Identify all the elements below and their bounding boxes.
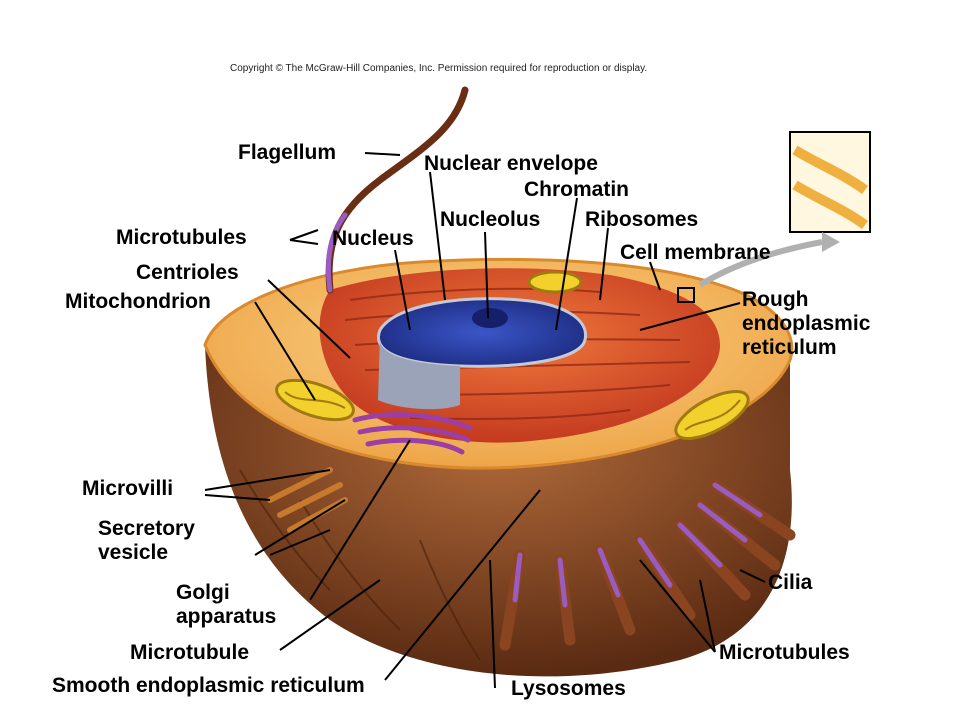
label-nuclear-envelope: Nuclear envelope xyxy=(424,152,598,175)
leader-lines xyxy=(204,152,766,689)
copyright-notice: Copyright © The McGraw-Hill Companies, I… xyxy=(230,63,648,74)
inset-arrowhead xyxy=(822,232,840,252)
label-microtubules-top: Microtubules xyxy=(116,226,247,249)
label-ribosomes: Ribosomes xyxy=(585,208,699,231)
flagellum-microtubules xyxy=(325,212,348,293)
label-secretory-vesicle: Secretory vesicle xyxy=(98,517,195,565)
label-rough-er-line3: reticulum xyxy=(742,336,837,359)
golgi-shape xyxy=(352,412,473,455)
label-rough-er-line1: Rough xyxy=(742,288,809,311)
label-cilia: Cilia xyxy=(768,571,813,594)
label-flagellum: Flagellum xyxy=(238,141,337,164)
label-cell-membrane: Cell membrane xyxy=(620,241,771,264)
inset-arrow xyxy=(698,239,823,288)
membrane-marker xyxy=(677,287,695,303)
label-lysosomes: Lysosomes xyxy=(511,677,626,700)
nucleus-shape xyxy=(376,297,587,368)
label-microvilli: Microvilli xyxy=(82,477,174,500)
label-centrioles: Centrioles xyxy=(136,261,239,284)
label-golgi-line2: apparatus xyxy=(176,605,277,628)
label-secretory-line2: vesicle xyxy=(98,541,169,564)
label-rough-er: Rough endoplasmic reticulum xyxy=(742,288,870,360)
label-golgi-apparatus: Golgi apparatus xyxy=(176,581,276,629)
label-mitochondrion: Mitochondrion xyxy=(65,290,211,313)
label-nucleus: Nucleus xyxy=(332,227,414,250)
mitochondrion-top xyxy=(527,270,583,294)
label-smooth-er: Smooth endoplasmic reticulum xyxy=(52,674,365,697)
nucleolus-shape xyxy=(472,308,508,328)
label-secretory-line1: Secretory xyxy=(98,517,195,540)
nucleus-cut xyxy=(378,335,460,410)
label-microtubules-bottom: Microtubules xyxy=(719,641,850,664)
label-golgi-line1: Golgi xyxy=(176,581,230,604)
label-chromatin: Chromatin xyxy=(524,178,629,201)
label-nucleolus: Nucleolus xyxy=(440,208,541,231)
label-rough-er-line2: endoplasmic xyxy=(742,312,871,335)
membrane-inset-lipids xyxy=(792,145,868,230)
label-microtubule: Microtubule xyxy=(130,641,249,664)
cilia-microtubules xyxy=(512,482,763,608)
mitochondrion-right xyxy=(674,390,750,440)
